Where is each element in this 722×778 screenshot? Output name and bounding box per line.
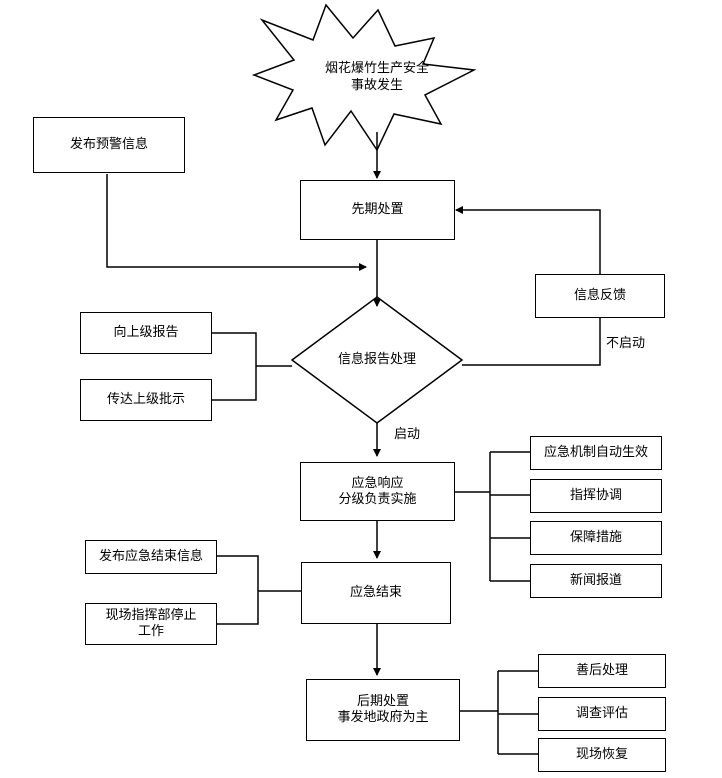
response-item-3: 保障措施 [530,521,662,555]
after-item-label: 调查评估 [575,706,628,721]
after-label-line1: 后期处置 [356,694,409,709]
response-item-2: 指挥协调 [530,479,662,513]
event-label-line1: 烟花爆竹生产安全 [324,61,429,76]
relay-box: 传达上级批示 [80,379,212,421]
after-box: 后期处置 事发地政府为主 [306,679,460,741]
end-notice-box: 发布应急结束信息 [85,540,217,574]
response-box: 应急响应 分级负责实施 [300,462,455,521]
response-label-line1: 应急响应 [351,475,404,491]
after-item-3: 现场恢复 [538,738,666,772]
response-item-1: 应急机制自动生效 [530,436,662,470]
start-label: 启动 [394,427,421,442]
after-item-label: 现场恢复 [575,747,628,762]
initial-label: 先期处置 [351,202,404,217]
after-label-line2: 事发地政府为主 [337,710,429,725]
response-label-line2: 分级负责实施 [338,491,417,507]
initial-box: 先期处置 [300,180,455,240]
report-label: 信息报告处理 [337,352,416,367]
relay-label: 传达上级批示 [106,392,185,407]
after-item-2: 调查评估 [538,697,666,731]
event-label: 烟花爆竹生产安全 事故发生 [290,60,464,94]
end-label: 应急结束 [349,585,402,600]
line-report-to-feedback [462,318,601,366]
feedback-label: 信息反馈 [573,288,626,303]
feedback-box: 信息反馈 [535,274,665,318]
hq-stop-box: 现场指挥部停止 工作 [85,603,217,645]
end-box: 应急结束 [301,562,451,624]
response-item-label: 应急机制自动生效 [543,445,648,460]
hq-stop-label-line1: 现场指挥部停止 [105,608,197,623]
response-item-4: 新闻报道 [530,564,662,598]
event-label-line2: 事故发生 [350,78,403,93]
after-item-label: 善后处理 [575,663,628,678]
response-item-label: 指挥协调 [569,488,622,503]
report-up-label: 向上级报告 [113,325,179,340]
arrow-feedback-to-initial [455,206,601,274]
response-item-label: 新闻报道 [569,573,622,588]
after-item-1: 善后处理 [538,654,666,688]
arrow-warning-to-flow [106,174,367,271]
warning-box: 发布预警信息 [33,117,185,173]
response-item-label: 保障措施 [569,530,622,545]
warning-label: 发布预警信息 [69,137,148,152]
hq-stop-label-line2: 工作 [137,624,164,639]
bracket-end-items [217,555,259,625]
report-up-box: 向上级报告 [80,312,212,354]
bracket-report-up [212,332,257,401]
end-notice-label: 发布应急结束信息 [98,549,203,564]
not-start-label: 不启动 [606,336,646,351]
